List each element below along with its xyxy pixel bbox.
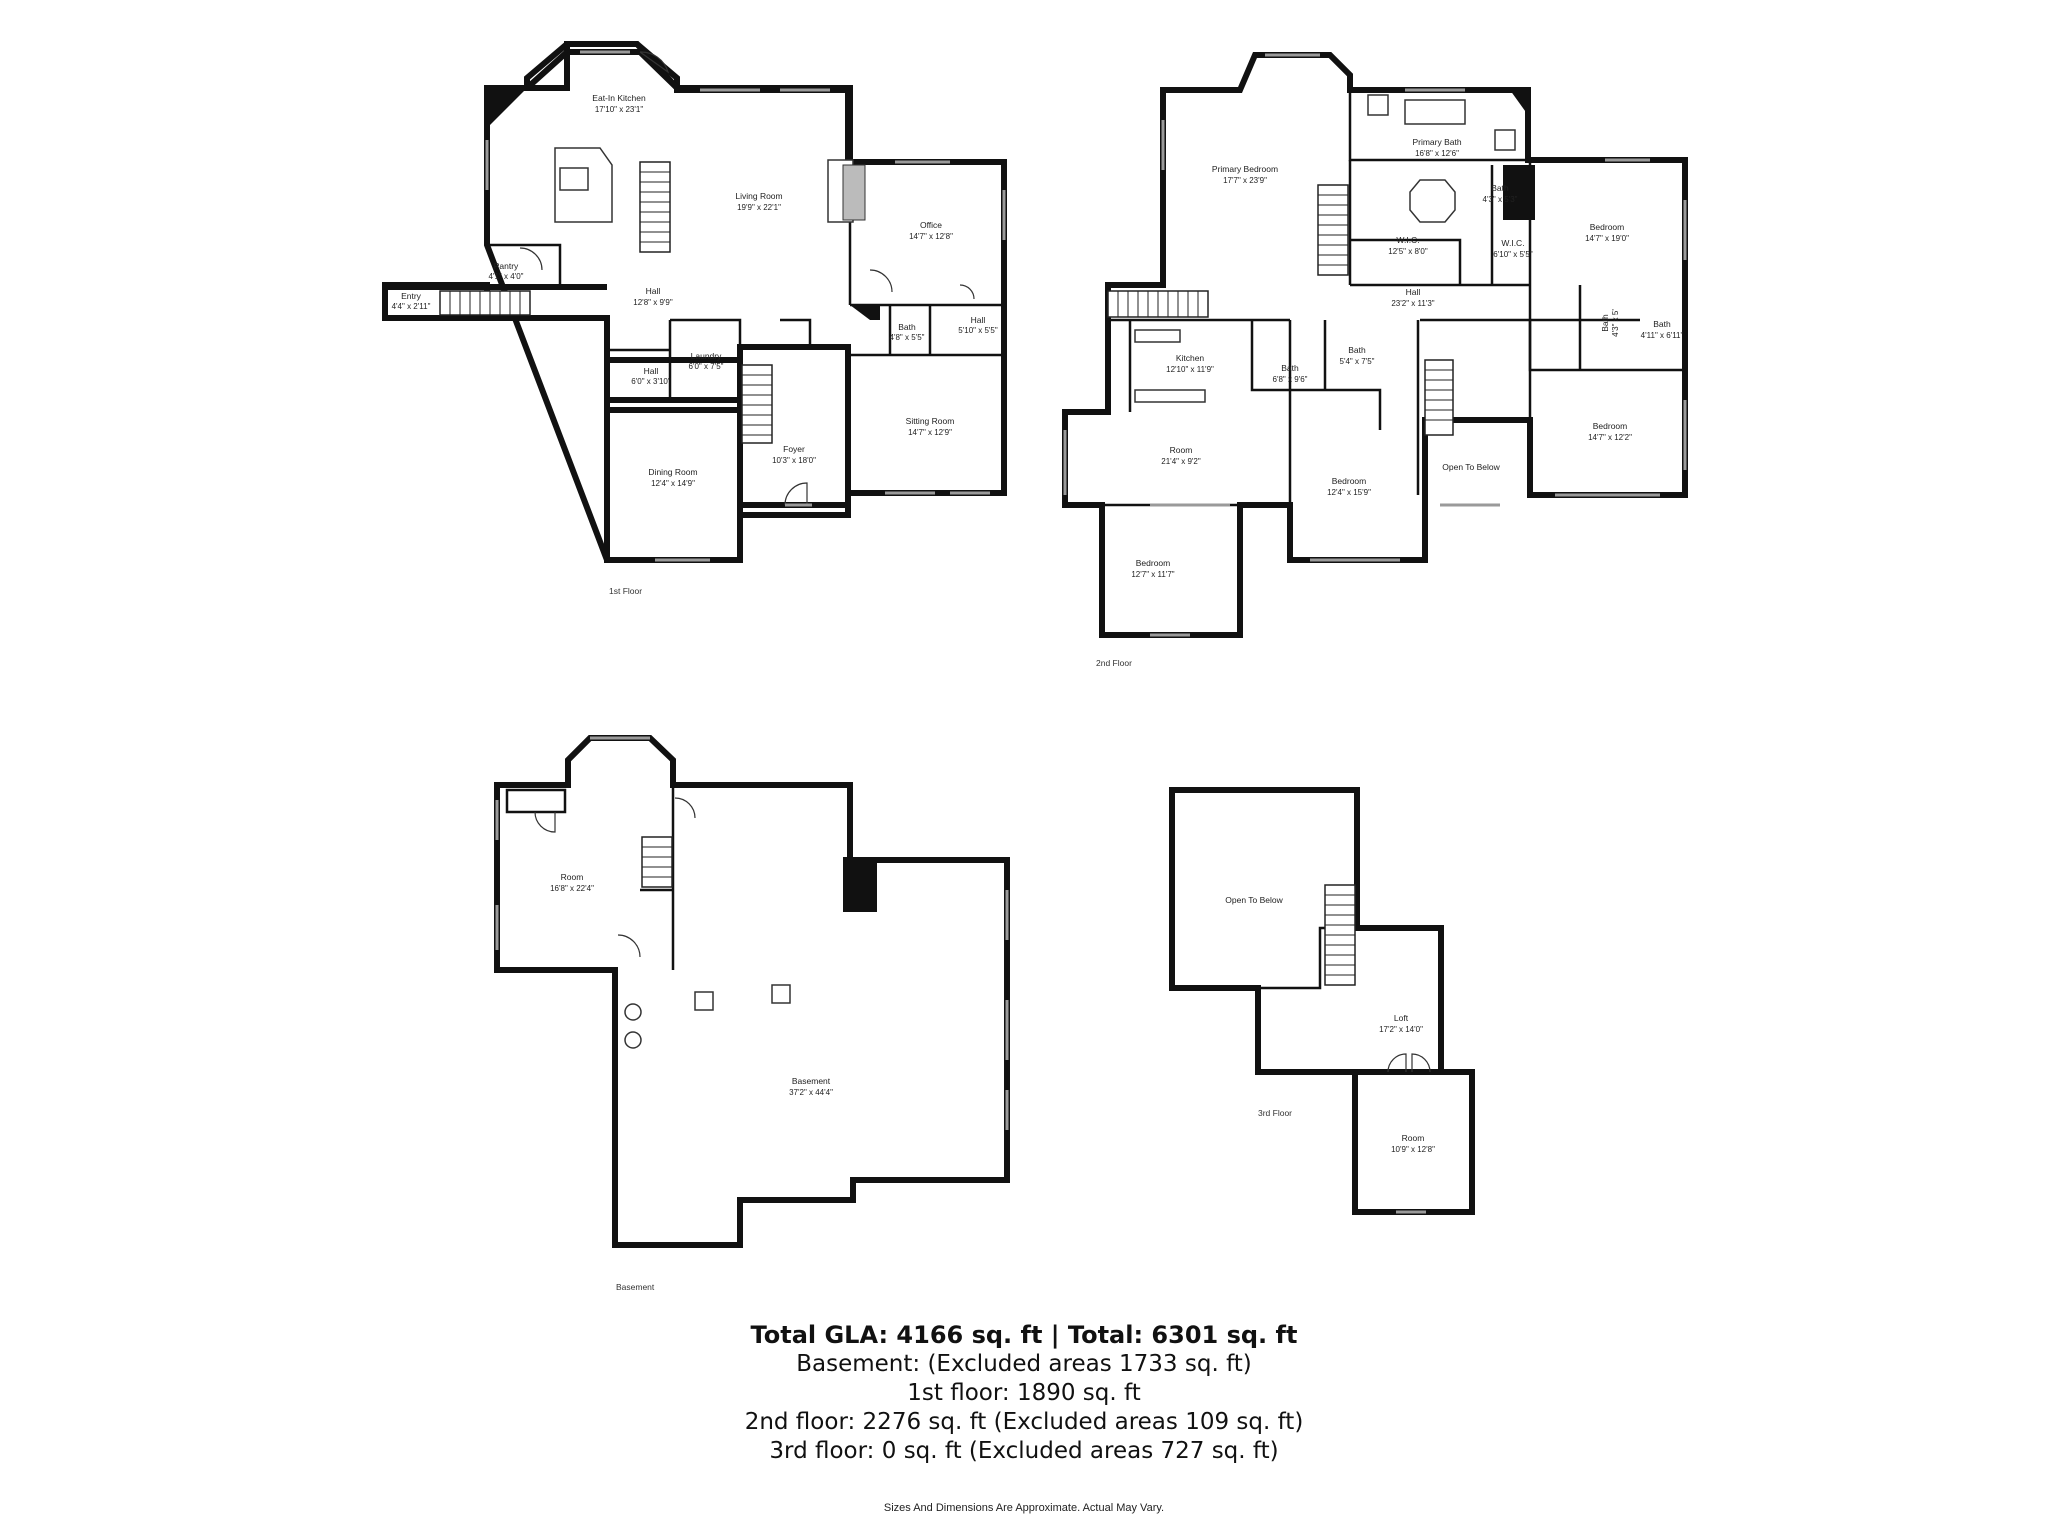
- room-dims-wic-1: 12'5" x 8'0": [1388, 247, 1428, 256]
- second-floor-plan: Primary Bedroom 17'7" x 23'9" Primary Ba…: [1062, 52, 1688, 668]
- room-dims-room-b: 16'8" x 22'4": [550, 884, 594, 893]
- room-dims-bedroom-e: 14'7" x 12'2": [1588, 433, 1632, 442]
- room-label-office: Office: [920, 220, 942, 230]
- summary-total: Total GLA: 4166 sq. ft | Total: 6301 sq.…: [750, 1321, 1298, 1349]
- room-dims-office: 14'7" x 12'8": [909, 232, 953, 241]
- room-label-room-3: Room: [1402, 1133, 1425, 1143]
- room-label-wic-2: W.I.C.: [1501, 238, 1524, 248]
- room-label-bedroom-mid: Bedroom: [1332, 476, 1367, 486]
- room-dims-eat-in-kitchen: 17'10" x 23'1": [595, 105, 643, 114]
- room-label-bedroom-sw: Bedroom: [1136, 558, 1171, 568]
- room-label-kitchen-up: Kitchen: [1176, 353, 1205, 363]
- room-label-loft: Loft: [1394, 1013, 1409, 1023]
- first-floor-plan: Eat-In Kitchen 17'10" x 23'1" Living Roo…: [382, 41, 1007, 596]
- room-label-pantry: Pantry: [494, 261, 519, 271]
- room-dims-loft: 17'2" x 14'0": [1379, 1025, 1423, 1034]
- summary-second-floor: 2nd floor: 2276 sq. ft (Excluded areas 1…: [744, 1409, 1304, 1435]
- room-dims-bath-a: 6'8" x 9'6": [1273, 375, 1308, 384]
- room-dims-hall-3: 6'0" x 3'10": [631, 377, 671, 386]
- room-label-foyer: Foyer: [783, 444, 805, 454]
- floor-label-3rd: 3rd Floor: [1258, 1108, 1292, 1118]
- room-dims-sitting-room: 14'7" x 12'9": [908, 428, 952, 437]
- room-dims-hall-up: 23'2" x 11'3": [1391, 299, 1434, 308]
- room-label-room-up: Room: [1170, 445, 1193, 455]
- room-label-hall-3: Hall: [644, 366, 659, 376]
- room-label-room-b: Room: [561, 872, 584, 882]
- room-dims-bath-b: 5'4" x 7'5": [1340, 357, 1375, 366]
- room-label-hall-2: Hall: [971, 315, 986, 325]
- room-dims-room-3: 10'9" x 12'8": [1391, 1145, 1435, 1154]
- room-label-eat-in-kitchen: Eat-In Kitchen: [592, 93, 646, 103]
- room-dims-dining-room: 12'4" x 14'9": [651, 479, 695, 488]
- room-label-primary-bedroom: Primary Bedroom: [1212, 164, 1278, 174]
- room-dims-basement: 37'2" x 44'4": [789, 1088, 833, 1097]
- room-label-open-below-2: Open To Below: [1442, 462, 1500, 472]
- room-dims-primary-bath: 16'8" x 12'6": [1415, 149, 1459, 158]
- room-dims-entry: 4'4" x 2'11": [392, 302, 431, 311]
- room-label-bedroom-e: Bedroom: [1593, 421, 1628, 431]
- room-dims-primary-bedroom: 17'7" x 23'9": [1223, 176, 1267, 185]
- room-label-bath-d: Bath: [1600, 314, 1610, 332]
- area-summary: Total GLA: 4166 sq. ft | Total: 6301 sq.…: [0, 1320, 2048, 1466]
- room-label-bath-c: Bath: [1653, 319, 1671, 329]
- room-label-entry: Entry: [401, 291, 422, 301]
- room-dims-bath-c: 4'11" x 6'11": [1641, 331, 1684, 340]
- floor-label-basement: Basement: [616, 1282, 655, 1292]
- room-dims-bedroom-sw: 12'7" x 11'7": [1131, 570, 1174, 579]
- room-dims-living-room: 19'9" x 22'1": [737, 203, 781, 212]
- room-label-open-below-3: Open To Below: [1225, 895, 1283, 905]
- room-label-bath-b: Bath: [1348, 345, 1366, 355]
- disclaimer-text: Sizes And Dimensions Are Approximate. Ac…: [883, 1502, 1165, 1514]
- room-dims-bath-p: 4'3" x 5'3": [1483, 195, 1518, 204]
- basement-plan: Room 16'8" x 22'4" Basement 37'2" x 44'4…: [494, 735, 1010, 1292]
- room-dims-pantry: 4'1" x 4'0": [489, 272, 524, 281]
- summary-first-floor: 1st floor: 1890 sq. ft: [907, 1380, 1141, 1406]
- room-label-bath-p: Bath: [1491, 183, 1509, 193]
- room-label-laundry: Laundry: [691, 351, 722, 361]
- summary-third-floor: 3rd floor: 0 sq. ft (Excluded areas 727 …: [769, 1438, 1279, 1464]
- room-dims-hall-1: 12'8" x 9'9": [633, 298, 673, 307]
- room-dims-bath-d: 4'3" x 5': [1611, 309, 1620, 337]
- room-label-bedroom-ne: Bedroom: [1590, 222, 1625, 232]
- room-label-sitting-room: Sitting Room: [906, 416, 955, 426]
- summary-basement: Basement: (Excluded areas 1733 sq. ft): [796, 1351, 1252, 1377]
- floor-label-2nd: 2nd Floor: [1096, 658, 1132, 668]
- room-label-bath-1: Bath: [898, 322, 916, 332]
- room-label-living-room: Living Room: [735, 191, 782, 201]
- room-dims-laundry: 6'0" x 7'5": [689, 362, 724, 371]
- room-dims-bedroom-ne: 14'7" x 19'0": [1585, 234, 1629, 243]
- floor-label-1st: 1st Floor: [609, 586, 642, 596]
- room-dims-wic-2: 6'10" x 5'5": [1493, 250, 1533, 259]
- room-label-hall-1: Hall: [646, 286, 661, 296]
- room-label-bath-a: Bath: [1281, 363, 1299, 373]
- room-dims-kitchen-up: 12'10" x 11'9": [1166, 365, 1214, 374]
- room-label-basement: Basement: [792, 1076, 831, 1086]
- room-label-primary-bath: Primary Bath: [1412, 137, 1461, 147]
- third-floor-plan: Open To Below Loft 17'2" x 14'0" Room 10…: [1169, 787, 1475, 1215]
- room-dims-bedroom-mid: 12'4" x 15'9": [1327, 488, 1371, 497]
- room-label-wic-1: W.I.C.: [1396, 235, 1419, 245]
- room-label-hall-up: Hall: [1406, 287, 1421, 297]
- room-label-dining-room: Dining Room: [648, 467, 697, 477]
- room-dims-foyer: 10'3" x 18'0": [772, 456, 816, 465]
- room-dims-hall-2: 5'10" x 5'5": [958, 326, 998, 335]
- room-dims-room-up: 21'4" x 9'2": [1161, 457, 1201, 466]
- room-dims-bath-1: 4'8" x 5'5": [890, 333, 925, 342]
